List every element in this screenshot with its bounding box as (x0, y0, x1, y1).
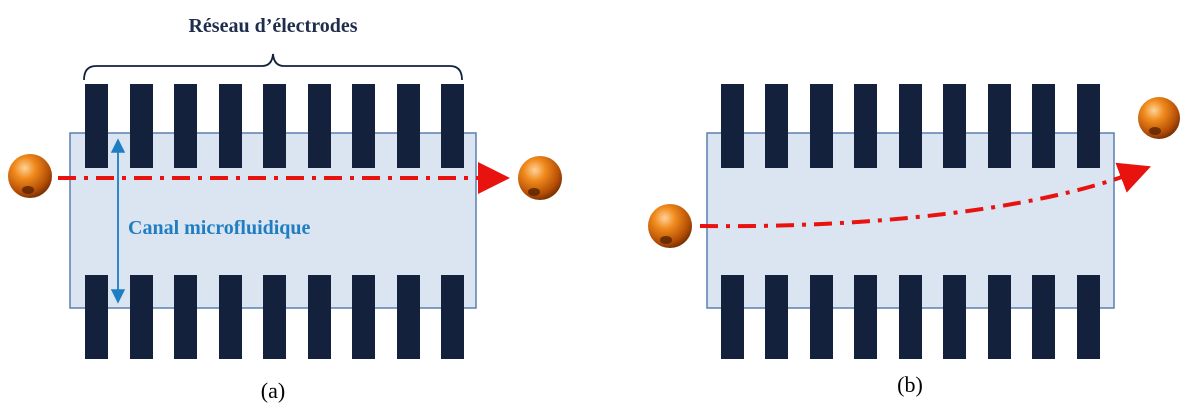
particle-left-a (8, 154, 52, 198)
electrode (1077, 275, 1100, 359)
electrode (988, 275, 1011, 359)
electrode (85, 275, 108, 359)
electrode (1077, 84, 1100, 168)
channel-label: Canal microfluidique (128, 217, 311, 239)
electrode (130, 84, 153, 168)
electrode-array-title: Réseau d’électrodes (188, 15, 357, 37)
electrode (810, 275, 833, 359)
particle-right-b (1138, 97, 1180, 139)
electrode (721, 84, 744, 168)
electrode (174, 275, 197, 359)
electrode (308, 275, 331, 359)
electrode-array-top-b (721, 84, 1100, 168)
panel-a: Réseau d’électrodes Canal microfluidique… (8, 15, 562, 403)
electrode (765, 275, 788, 359)
electrode (988, 84, 1011, 168)
electrode (352, 84, 375, 168)
panel-b: (b) (648, 84, 1180, 397)
electrode (263, 275, 286, 359)
electrode (943, 275, 966, 359)
caption-b: (b) (897, 372, 923, 397)
electrode (441, 275, 464, 359)
electrode (899, 275, 922, 359)
electrode (263, 84, 286, 168)
electrode (721, 275, 744, 359)
particle-trajectory-b (699, 162, 1151, 229)
electrode (219, 84, 242, 168)
electrode (130, 275, 153, 359)
electrode (943, 84, 966, 168)
electrode (765, 84, 788, 168)
electrode (810, 84, 833, 168)
electrode (308, 84, 331, 168)
electrode (397, 275, 420, 359)
electrode (85, 84, 108, 168)
electrode-array-top-a (85, 84, 464, 168)
electrode (174, 84, 197, 168)
brace (83, 53, 463, 81)
electrode (854, 275, 877, 359)
particle-right-a (518, 156, 562, 200)
electrode (899, 84, 922, 168)
electrode (1032, 84, 1055, 168)
electrode-array-bottom-a (85, 275, 464, 359)
electrode (397, 84, 420, 168)
electrode (1032, 275, 1055, 359)
electrode (219, 275, 242, 359)
electrode (352, 275, 375, 359)
electrode (441, 84, 464, 168)
particle-left-b (648, 204, 692, 248)
electrode (854, 84, 877, 168)
caption-a: (a) (261, 378, 285, 403)
electrode-array-bottom-b (721, 275, 1100, 359)
